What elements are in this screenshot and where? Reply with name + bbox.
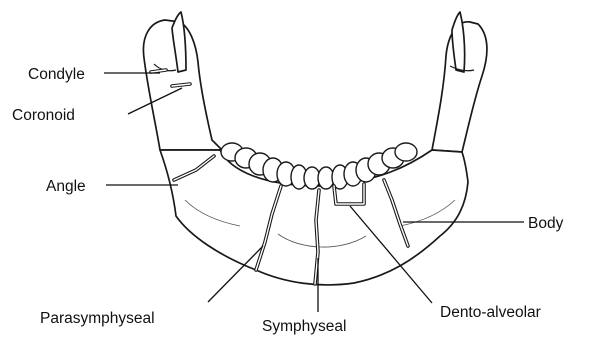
mandible-illustration bbox=[143, 12, 487, 285]
label-dento-alveolar: Dento-alveolar bbox=[440, 304, 541, 321]
label-angle: Angle bbox=[46, 178, 86, 195]
label-parasymphyseal: Parasymphyseal bbox=[40, 310, 155, 327]
tooth bbox=[395, 143, 417, 161]
label-symphyseal: Symphyseal bbox=[262, 318, 346, 335]
label-coronoid: Coronoid bbox=[12, 107, 75, 124]
label-condyle: Condyle bbox=[28, 66, 85, 83]
label-body: Body bbox=[528, 215, 564, 232]
